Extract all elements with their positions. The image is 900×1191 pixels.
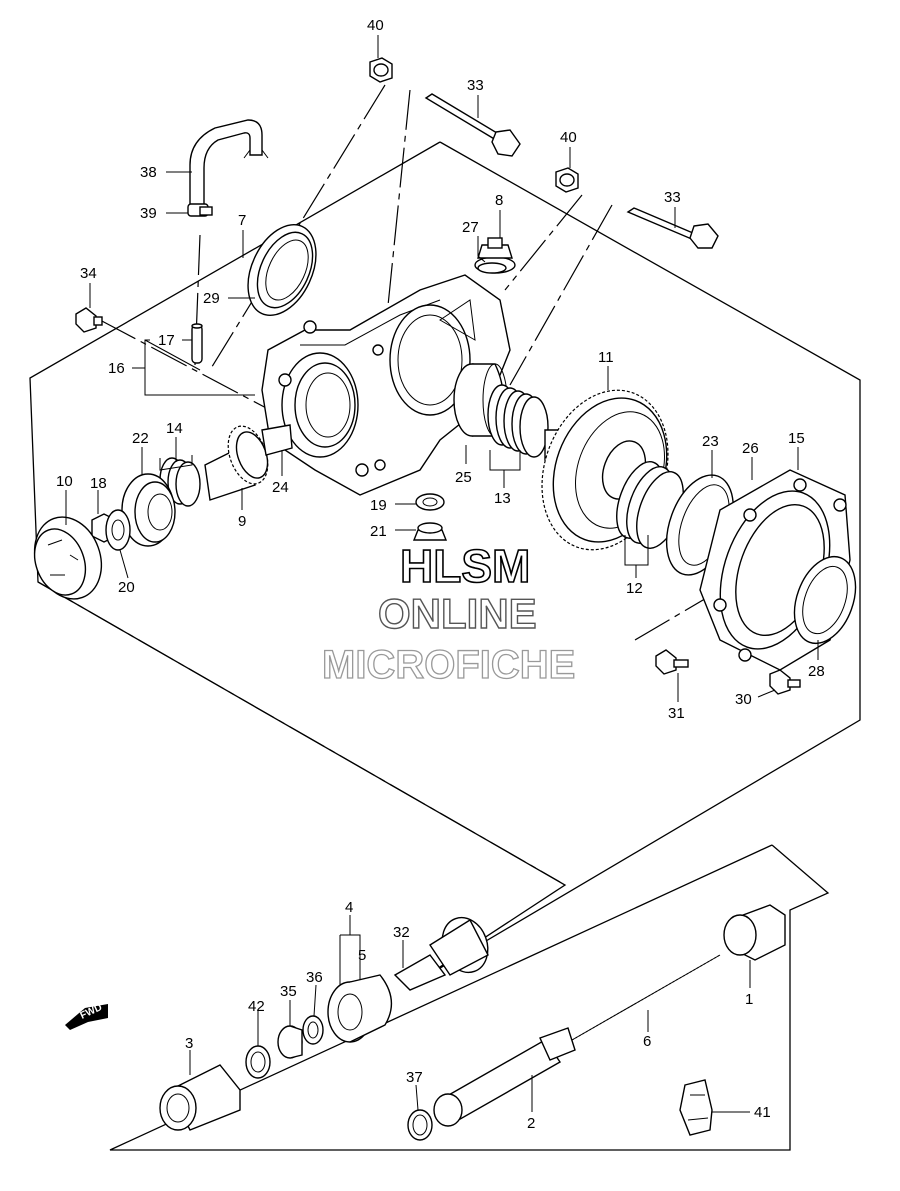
callout-3: 3 bbox=[185, 1035, 193, 1052]
bolt-30 bbox=[769, 669, 801, 695]
callout-31: 31 bbox=[668, 705, 685, 722]
callout-1: 1 bbox=[745, 991, 753, 1008]
bolt-33-right bbox=[626, 207, 719, 249]
callout-6: 6 bbox=[643, 1033, 651, 1050]
leader-lines bbox=[65, 35, 819, 1113]
callout-16: 16 bbox=[108, 360, 125, 377]
watermark-line2: ONLINE bbox=[378, 590, 537, 637]
callout-30: 30 bbox=[735, 691, 752, 708]
callout-29: 29 bbox=[203, 290, 220, 307]
callout-33a: 33 bbox=[467, 77, 484, 94]
callout-12: 12 bbox=[626, 580, 643, 597]
callout-26: 26 bbox=[742, 440, 759, 457]
callout-22: 22 bbox=[132, 430, 149, 447]
bolt-33-upper bbox=[424, 93, 521, 157]
coupling-5 bbox=[327, 974, 393, 1043]
callout-32: 32 bbox=[393, 924, 410, 941]
washer-20 bbox=[105, 509, 131, 551]
callout-21: 21 bbox=[370, 523, 387, 540]
callout-38: 38 bbox=[140, 164, 157, 181]
gasket-27 bbox=[477, 262, 507, 274]
callout-14: 14 bbox=[166, 420, 183, 437]
callout-35: 35 bbox=[280, 983, 297, 1000]
oil-seal-28 bbox=[793, 555, 857, 645]
centerline-upper bbox=[37, 581, 561, 883]
bearing-22 bbox=[121, 473, 176, 547]
callout-20: 20 bbox=[118, 579, 135, 596]
watermark-line1: HLSM bbox=[400, 540, 530, 592]
callout-9: 9 bbox=[238, 513, 246, 530]
align-33-right bbox=[509, 204, 613, 386]
callout-10: 10 bbox=[56, 473, 73, 490]
clamp-39 bbox=[187, 203, 213, 217]
callout-15: 15 bbox=[788, 430, 805, 447]
gear-case-16 bbox=[261, 274, 511, 496]
callout-17: 17 bbox=[158, 332, 175, 349]
nut-40-upper bbox=[369, 57, 393, 83]
hose-38 bbox=[189, 119, 269, 211]
align-40-right bbox=[504, 194, 583, 291]
shim-13 bbox=[487, 384, 549, 458]
o-ring-37 bbox=[407, 1109, 433, 1141]
nut-21 bbox=[412, 522, 448, 541]
o-ring-36 bbox=[302, 1015, 324, 1045]
bolt-31 bbox=[655, 649, 689, 675]
boot-1 bbox=[723, 904, 786, 961]
callout-18: 18 bbox=[90, 475, 107, 492]
bolt-34 bbox=[75, 307, 103, 333]
callout-19: 19 bbox=[370, 497, 387, 514]
clip-41 bbox=[679, 1079, 713, 1136]
callout-7: 7 bbox=[238, 212, 246, 229]
align-34 bbox=[99, 319, 271, 411]
callout-11: 11 bbox=[598, 349, 614, 366]
callout-28: 28 bbox=[808, 663, 825, 680]
watermark-line3: MICROFICHE bbox=[322, 643, 575, 687]
dowel-17 bbox=[191, 323, 203, 364]
nut-40-right bbox=[555, 167, 579, 193]
callout-5: 5 bbox=[358, 947, 366, 964]
callout-34: 34 bbox=[80, 265, 97, 282]
bushing-35 bbox=[277, 1025, 303, 1059]
callout-25: 25 bbox=[455, 469, 472, 486]
callout-40b: 40 bbox=[560, 129, 577, 146]
coupling-10 bbox=[33, 516, 103, 600]
shaft-32 bbox=[393, 916, 489, 991]
oil-seal-29 bbox=[247, 223, 317, 317]
callout-40a: 40 bbox=[367, 17, 384, 34]
callout-24: 24 bbox=[272, 479, 289, 496]
o-ring-42 bbox=[245, 1045, 271, 1079]
callout-41: 41 bbox=[754, 1104, 771, 1121]
callout-42: 42 bbox=[248, 998, 265, 1015]
pinion-gear-9 bbox=[204, 424, 293, 501]
shaft-2 bbox=[433, 1027, 576, 1127]
callout-37: 37 bbox=[406, 1069, 423, 1086]
callout-33b: 33 bbox=[664, 189, 681, 206]
callout-4: 4 bbox=[345, 899, 353, 916]
callout-13: 13 bbox=[494, 490, 511, 507]
callout-2: 2 bbox=[527, 1115, 535, 1132]
coupler-3 bbox=[159, 1064, 241, 1131]
callout-36: 36 bbox=[306, 969, 323, 986]
callout-27: 27 bbox=[462, 219, 479, 236]
align-33-left bbox=[384, 89, 411, 336]
spring-6 bbox=[571, 954, 721, 1041]
washer-19 bbox=[415, 493, 445, 511]
callout-23: 23 bbox=[702, 433, 719, 450]
callout-39: 39 bbox=[140, 205, 157, 222]
callout-8: 8 bbox=[495, 192, 503, 209]
callout-labels: 40 33 40 33 38 39 7 8 27 29 34 17 16 11 … bbox=[56, 17, 825, 1132]
fwd-arrow-icon: FWD bbox=[65, 1002, 108, 1030]
upper-boundary bbox=[29, 141, 861, 981]
